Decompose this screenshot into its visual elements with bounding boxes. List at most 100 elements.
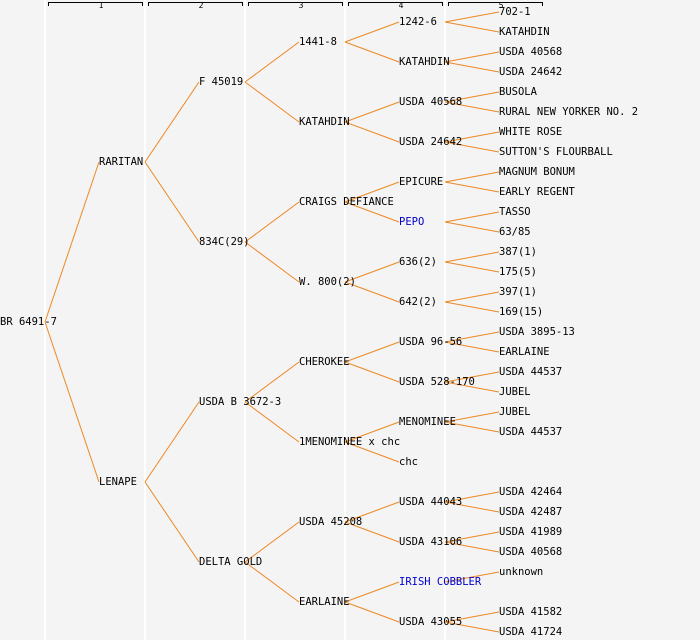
ancestor-node: USDA 41989 <box>499 526 563 538</box>
pedigree-link <box>344 21 400 43</box>
ancestor-node: USDA 24642 <box>499 66 563 78</box>
pedigree-link <box>444 491 500 503</box>
pedigree-link <box>344 41 400 63</box>
pedigree-link <box>144 481 200 563</box>
ancestor-node: W. 800(2) <box>299 276 356 288</box>
pedigree-link <box>444 171 500 183</box>
pedigree-link <box>444 301 500 313</box>
ancestor-node: WHITE ROSE <box>499 126 563 138</box>
pedigree-link <box>144 81 200 163</box>
pedigree-link <box>444 621 500 633</box>
pedigree-link <box>344 341 400 363</box>
generation-bracket-2 <box>148 2 243 6</box>
ancestor-node: EARLAINE <box>499 346 550 358</box>
ancestor-node: chc <box>399 456 418 468</box>
ancestor-node: KATAHDIN <box>499 26 550 38</box>
pedigree-link <box>244 361 300 403</box>
ancestor-node: MENOMINEE <box>399 416 456 428</box>
column-separator <box>44 0 46 640</box>
pedigree-link <box>344 261 400 283</box>
ancestor-node: 63/85 <box>499 226 531 238</box>
ancestor-node: USDA 40568 <box>499 46 563 58</box>
generation-label-4: 4 <box>398 1 404 10</box>
pedigree-link <box>444 211 500 223</box>
ancestor-node: USDA 42464 <box>499 486 563 498</box>
ancestor-node: EPICURE <box>399 176 444 188</box>
pedigree-link <box>444 501 500 513</box>
pedigree-link <box>444 531 500 543</box>
ancestor-node: CRAIGS DEFIANCE <box>299 196 394 208</box>
ancestor-node: 169(15) <box>499 306 544 318</box>
pedigree-link <box>444 11 500 23</box>
ancestor-node: 642(2) <box>399 296 437 308</box>
ancestor-node: USDA 41582 <box>499 606 563 618</box>
pedigree-link <box>444 331 500 343</box>
ancestor-node: KATAHDIN <box>299 116 350 128</box>
root-cultivar: BR 6491-7 <box>0 316 57 328</box>
generation-bracket-5 <box>448 2 543 6</box>
pedigree-link <box>444 101 500 113</box>
generation-label-3: 3 <box>298 1 304 10</box>
pedigree-link <box>444 261 500 273</box>
ancestor-node[interactable]: PEPO <box>399 216 425 228</box>
ancestor-node: 175(5) <box>499 266 537 278</box>
pedigree-link <box>244 561 300 603</box>
pedigree-link <box>244 241 300 283</box>
pedigree-link <box>444 141 500 153</box>
ancestor-node: USDA 44537 <box>499 426 563 438</box>
pedigree-link <box>44 161 100 323</box>
column-separator <box>444 0 446 640</box>
ancestor-node: RURAL NEW YORKER NO. 2 <box>499 106 639 118</box>
pedigree-link <box>244 41 300 83</box>
ancestor-node: 1441-8 <box>299 36 337 48</box>
pedigree-link <box>444 181 500 193</box>
column-separator <box>344 0 346 640</box>
ancestor-node: 702-1 <box>499 6 531 18</box>
pedigree-link <box>444 131 500 143</box>
pedigree-link <box>344 501 400 523</box>
ancestor-node: USDA 42487 <box>499 506 563 518</box>
ancestor-node: EARLY REGENT <box>499 186 575 198</box>
ancestor-node: CHEROKEE <box>299 356 350 368</box>
ancestor-node: USDA 43055 <box>399 616 463 628</box>
ancestor-node: 834C(29) <box>199 236 250 248</box>
ancestor-node: 1MENOMINEE x chc <box>299 436 401 448</box>
pedigree-link <box>244 521 300 563</box>
column-separator <box>144 0 146 640</box>
generation-bracket-4 <box>348 2 443 6</box>
pedigree-link <box>44 321 100 483</box>
pedigree-link <box>444 221 500 233</box>
generation-label-2: 2 <box>198 1 204 10</box>
pedigree-link <box>344 101 400 123</box>
pedigree-link <box>344 121 400 143</box>
pedigree-link <box>344 201 400 223</box>
ancestor-node: 1242-6 <box>399 16 437 28</box>
ancestor-node: EARLAINE <box>299 596 350 608</box>
ancestor-node: USDA 528-170 <box>399 376 475 388</box>
pedigree-link <box>244 81 300 123</box>
ancestor-node: SUTTON'S FLOURBALL <box>499 146 613 158</box>
pedigree-link <box>344 421 400 443</box>
ancestor-node: USDA 40568 <box>499 546 563 558</box>
generation-label-1: 1 <box>98 1 104 10</box>
pedigree-link <box>444 371 500 383</box>
ancestor-node: USDA 24642 <box>399 136 463 148</box>
pedigree-link <box>144 401 200 483</box>
pedigree-link <box>344 521 400 543</box>
pedigree-link <box>244 201 300 243</box>
ancestor-node: USDA 3895-13 <box>499 326 575 338</box>
pedigree-link <box>444 61 500 73</box>
ancestor-node: LENAPE <box>99 476 137 488</box>
ancestor-node: JUBEL <box>499 406 531 418</box>
column-separator <box>244 0 246 640</box>
pedigree-link <box>444 341 500 353</box>
ancestor-node: USDA B 3672-3 <box>199 396 282 408</box>
ancestor-node: TASSO <box>499 206 531 218</box>
ancestor-node: F 45019 <box>199 76 244 88</box>
ancestor-node: 397(1) <box>499 286 537 298</box>
ancestor-node[interactable]: IRISH COBBLER <box>399 576 482 588</box>
pedigree-link <box>444 381 500 393</box>
pedigree-link <box>144 161 200 243</box>
ancestor-node: RARITAN <box>99 156 144 168</box>
